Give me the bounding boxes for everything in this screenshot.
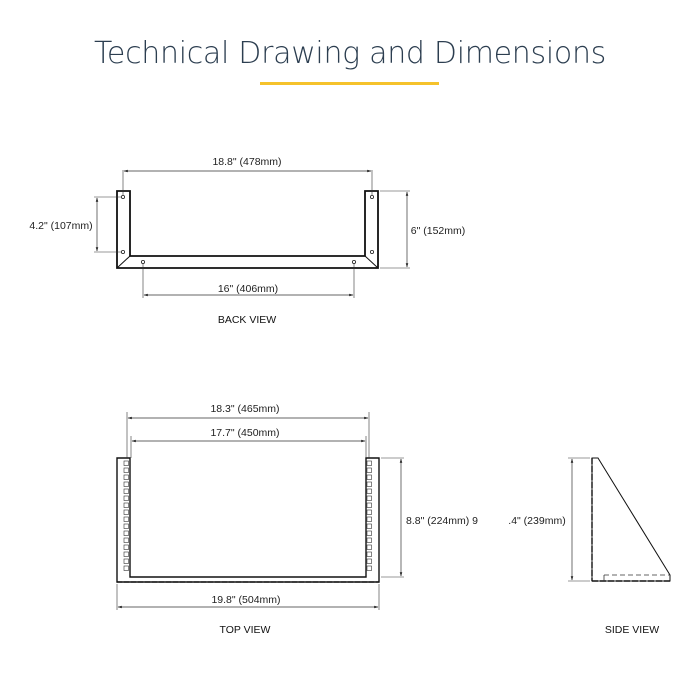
page-title: Technical Drawing and Dimensions — [93, 36, 606, 71]
top-view-drawing: 18.3" (465mm) 17.7" (450mm) 8.8" (224mm)… — [116, 403, 478, 636]
back-height-dimension: 6" (152mm) — [411, 225, 466, 237]
top-depth-dimension: 8.8" (224mm) 9 — [406, 515, 478, 527]
back-width-dimension: 18.8" (478mm) — [212, 156, 281, 168]
back-view-drawing: 18.8" (478mm) 4.2" (107mm) 6" (152mm) 16… — [29, 156, 465, 326]
back-view-label: BACK VIEW — [218, 314, 276, 326]
top-view-label: TOP VIEW — [220, 624, 271, 636]
side-view-label: SIDE VIEW — [605, 624, 659, 636]
top-inner-rail-dimension: 17.7" (450mm) — [210, 427, 279, 439]
side-view-drawing: .4" (239mm) SIDE VIEW — [508, 457, 671, 636]
top-overall-width-dimension: 19.8" (504mm) — [211, 594, 280, 606]
top-outer-rail-dimension: 18.3" (465mm) — [210, 403, 279, 415]
back-hole-spacing-dimension: 4.2" (107mm) — [29, 220, 92, 232]
back-bottom-hole-dimension: 16" (406mm) — [218, 283, 278, 295]
title-accent-underline — [260, 82, 439, 85]
side-height-dimension: .4" (239mm) — [508, 515, 565, 527]
